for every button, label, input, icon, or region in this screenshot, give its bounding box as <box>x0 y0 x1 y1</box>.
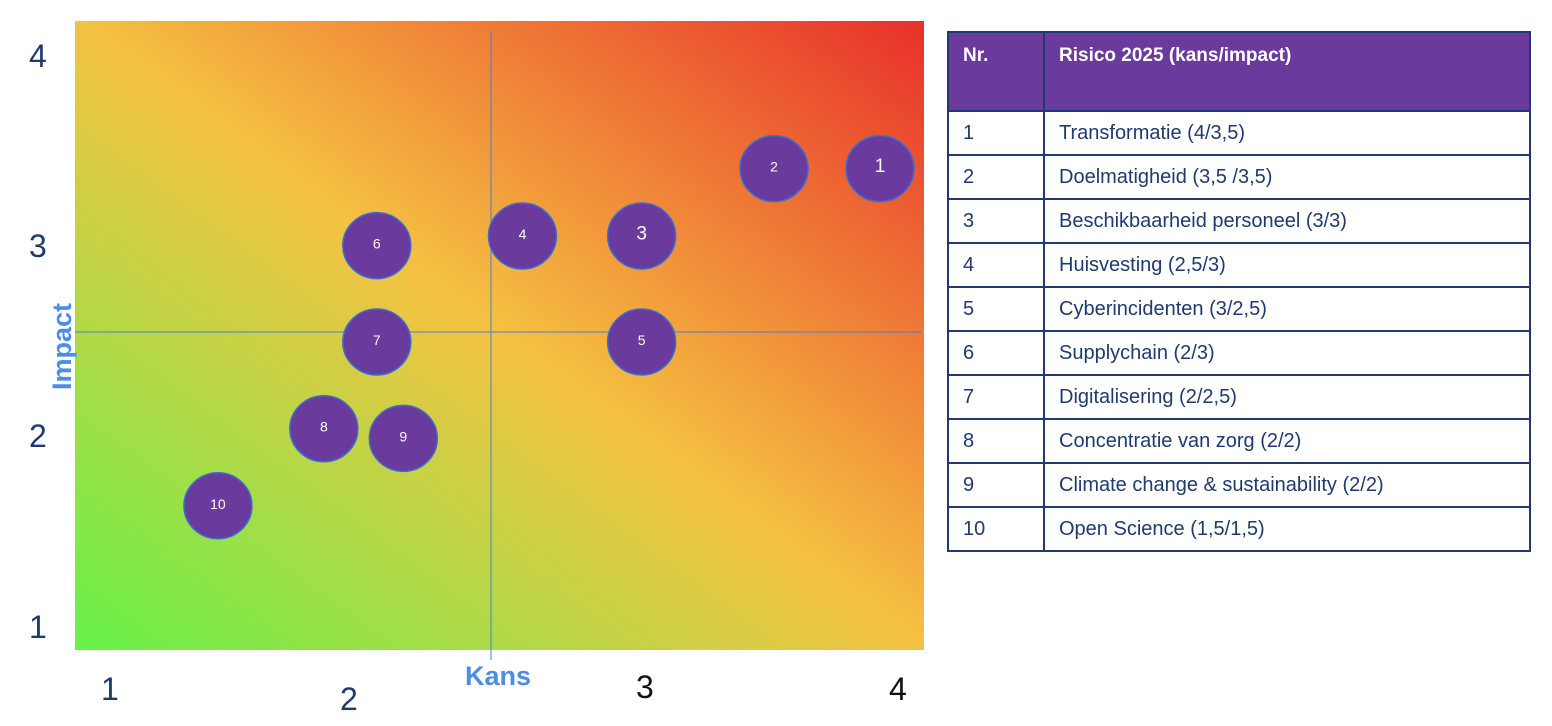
cell-risk: Beschikbaarheid personeel (3/3) <box>1043 198 1531 244</box>
cell-risk: Digitalisering (2/2,5) <box>1043 374 1531 420</box>
risk-point-2: 2 <box>739 134 809 203</box>
cell-nr: 2 <box>947 154 1045 200</box>
plot-background <box>75 21 924 650</box>
y-tick-label: 4 <box>29 38 47 74</box>
risk-point-label: 8 <box>320 419 328 435</box>
cell-nr: 1 <box>947 110 1045 156</box>
risk-point-6: 6 <box>342 211 412 280</box>
cell-nr: 6 <box>947 330 1045 376</box>
y-tick-label: 3 <box>29 228 47 264</box>
risk-point-3: 3 <box>606 202 677 270</box>
y-tick-label: 2 <box>29 418 47 454</box>
risk-point-9: 9 <box>368 404 439 473</box>
cell-risk: Doelmatigheid (3,5 /3,5) <box>1043 154 1531 200</box>
risk-point-5: 5 <box>606 308 677 376</box>
cell-nr: 4 <box>947 242 1045 288</box>
risk-point-1: 1 <box>845 134 915 203</box>
cell-nr: 7 <box>947 374 1045 420</box>
cell-risk: Cyberincidenten (3/2,5) <box>1043 286 1531 332</box>
cell-risk: Supplychain (2/3) <box>1043 330 1531 376</box>
risk-point-label: 2 <box>770 159 778 175</box>
cell-nr: 8 <box>947 418 1045 464</box>
x-axis-title: Kans <box>465 661 531 691</box>
cell-nr: 3 <box>947 198 1045 244</box>
risk-point-marker <box>739 134 809 203</box>
risk-point-marker <box>606 202 677 270</box>
risk-point-label: 6 <box>373 236 381 252</box>
y-axis-title: Impact <box>47 303 77 390</box>
risk-point-label: 7 <box>373 332 381 348</box>
risk-point-marker <box>606 308 677 376</box>
cell-risk: Open Science (1,5/1,5) <box>1043 506 1531 552</box>
risk-point-label: 1 <box>875 156 886 177</box>
risk-point-label: 5 <box>638 332 646 348</box>
risk-point-marker <box>487 202 558 270</box>
risk-point-4: 4 <box>487 202 558 270</box>
risk-point-marker <box>342 211 412 280</box>
risk-point-marker <box>845 134 915 203</box>
x-tick-label: 2 <box>340 681 358 717</box>
cell-nr: 5 <box>947 286 1045 332</box>
risk-point-7: 7 <box>342 308 412 376</box>
table-header-row: Nr. Risico 2025 (kans/impact) <box>947 31 1531 112</box>
risk-point-10: 10 <box>183 472 253 540</box>
risk-point-label: 10 <box>210 496 226 512</box>
risk-point-label: 4 <box>519 226 527 242</box>
x-tick-label: 3 <box>636 669 654 705</box>
cell-nr: 10 <box>947 506 1045 552</box>
y-tick-label: 1 <box>29 609 47 645</box>
cell-risk: Concentratie van zorg (2/2) <box>1043 418 1531 464</box>
cell-risk: Transformatie (4/3,5) <box>1043 110 1531 156</box>
column-header-nr: Nr. <box>947 31 1045 112</box>
column-header-risk: Risico 2025 (kans/impact) <box>1043 31 1531 112</box>
cell-risk: Climate change & sustainability (2/2) <box>1043 462 1531 508</box>
risk-point-marker <box>368 404 439 473</box>
risk-matrix-chart: 1 2 3 4 5 6 7 8 9 10 4 3 2 1 1 2 3 4 Kans Impact <box>29 21 924 717</box>
risk-point-8: 8 <box>289 394 359 463</box>
risk-point-marker <box>342 308 412 376</box>
x-tick-label: 1 <box>101 671 119 707</box>
risk-point-marker <box>183 472 253 540</box>
risk-point-label: 9 <box>399 428 407 444</box>
cell-nr: 9 <box>947 462 1045 508</box>
risk-point-label: 3 <box>636 224 647 245</box>
risk-matrix-svg: 1 2 3 4 5 6 7 8 9 10 4 3 2 1 1 2 3 4 Kans Impact <box>29 21 924 717</box>
cell-risk: Huisvesting (2,5/3) <box>1043 242 1531 288</box>
risk-point-marker <box>289 394 359 463</box>
x-tick-label: 4 <box>889 671 907 707</box>
points-layer: 1 2 3 4 5 6 7 8 9 10 <box>183 134 915 540</box>
